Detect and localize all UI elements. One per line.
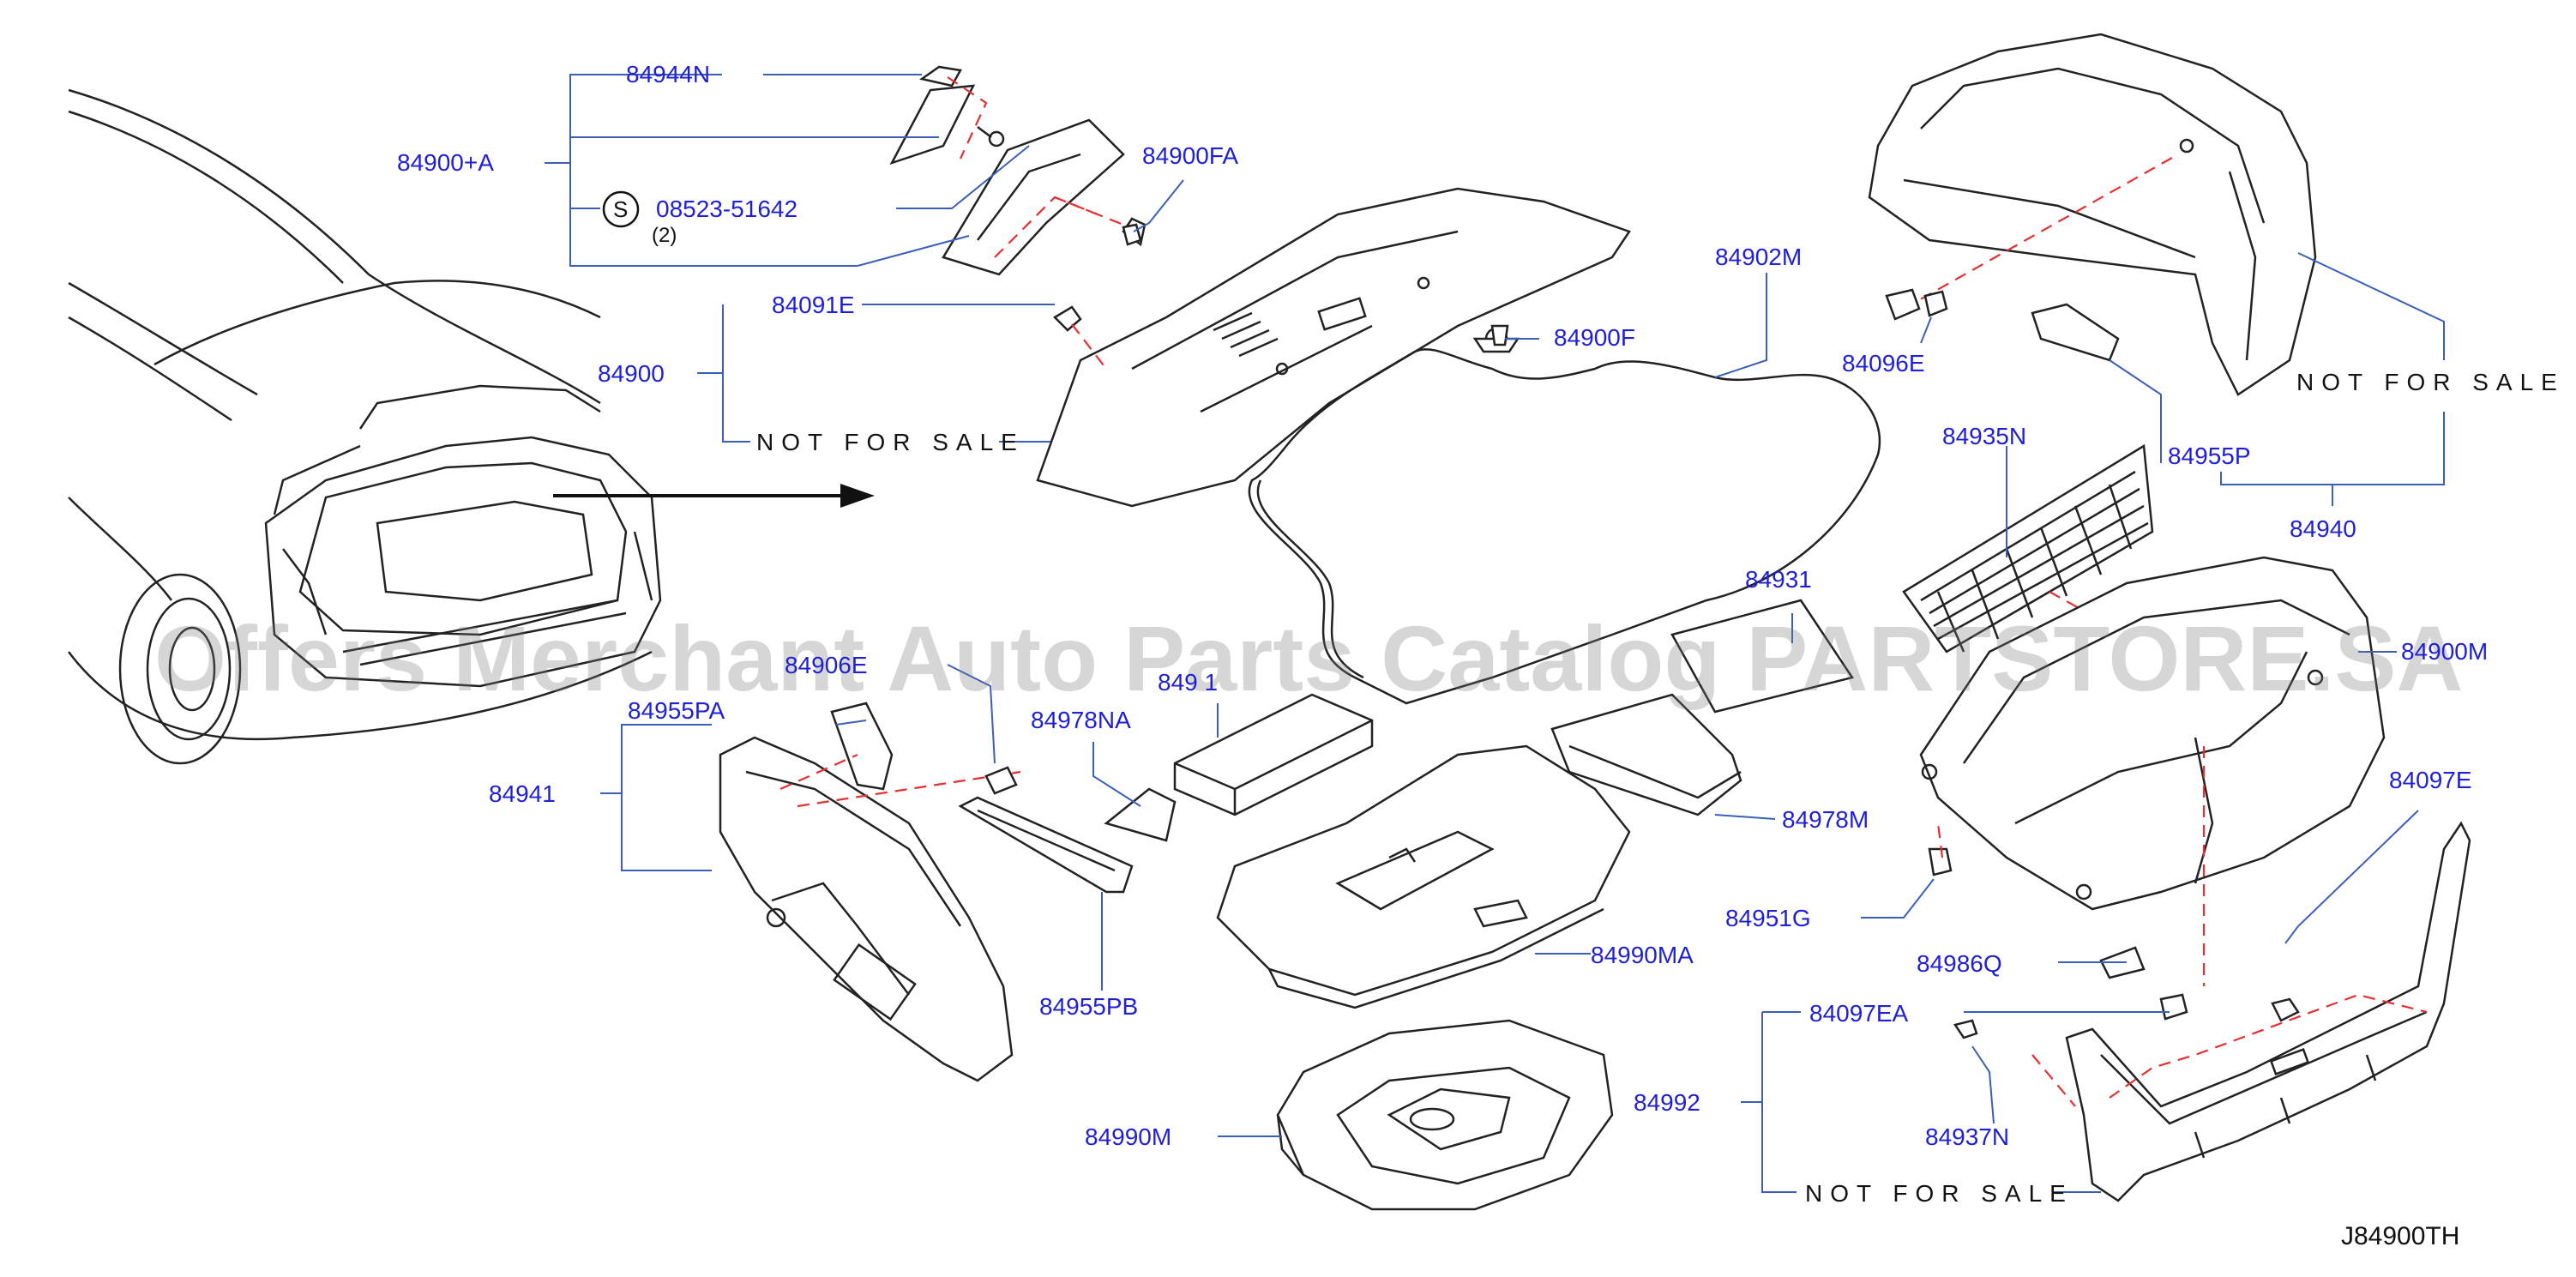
label-84900F: 84900F	[1554, 324, 1635, 351]
part-84931-board	[1670, 599, 1855, 714]
label-84902M: 84902M	[1715, 244, 1803, 270]
diagram-code: J84900TH	[2341, 1222, 2460, 1250]
direction-arrow	[553, 484, 875, 508]
label-84900A: 84900+A	[397, 149, 494, 176]
label-84931: 84931	[1745, 566, 1812, 593]
label-84096E: 84096E	[1842, 350, 1925, 376]
screw-symbol: S	[613, 196, 629, 222]
label-84955PA: 84955PA	[628, 697, 725, 724]
screw-symbol-circle	[602, 190, 640, 228]
part-84944N-bracket	[889, 65, 1005, 166]
label-84900M: 84900M	[2401, 638, 2489, 665]
part-84900-board	[1036, 187, 1631, 508]
vehicle-rear-illustration	[68, 88, 662, 765]
part-84990M-tray	[1276, 1019, 1614, 1211]
part-84941-side-trim	[719, 702, 1021, 1082]
label-84990MA: 84990MA	[1591, 942, 1694, 968]
label-84097EA: 84097EA	[1809, 1000, 1909, 1027]
label-84944N: 84944N	[626, 61, 711, 87]
label-08523-51642: 08523-51642	[656, 196, 798, 222]
label-84900: 84900	[598, 360, 665, 387]
part-84900A-panel	[942, 118, 1147, 276]
label-84955PB: 84955PB	[1039, 993, 1139, 1020]
fastener-clips	[984, 223, 2300, 1039]
part-84902M-weatherstrip	[1248, 348, 1881, 705]
part-84940-side-trim	[1868, 33, 2317, 396]
part-849xx-box	[1173, 693, 1374, 816]
label-not-for-sale-1: NOT FOR SALE	[756, 429, 1025, 455]
part-84990MA-mat	[1216, 744, 1631, 1009]
part-84978NA-block	[1104, 787, 1177, 842]
label-84940: 84940	[2290, 515, 2356, 542]
label-quantity: (2)	[652, 224, 677, 247]
label-84986Q: 84986Q	[1917, 950, 2002, 977]
part-84955PB-cover	[958, 796, 1134, 894]
part-84935N-net	[1902, 443, 2154, 654]
part-84937N-sill	[2031, 821, 2471, 1202]
label-not-for-sale-2: NOT FOR SALE	[2296, 369, 2565, 395]
label-84900FA: 84900FA	[1142, 142, 1239, 169]
label-84935N: 84935N	[1942, 423, 2027, 449]
label-84992: 84992	[1634, 1089, 1700, 1116]
part-84900M-side-trim	[1919, 556, 2386, 911]
label-not-for-sale-3: NOT FOR SALE	[1805, 1180, 2073, 1207]
label-84978M: 84978M	[1782, 806, 1869, 833]
label-84955P: 84955P	[2168, 443, 2251, 469]
label-84906E: 84906E	[785, 652, 868, 678]
leader-lines	[545, 74, 2445, 1193]
label-84990M: 84990M	[1085, 1123, 1172, 1150]
label-84091E: 84091E	[772, 292, 855, 318]
label-84951G: 84951G	[1725, 905, 1811, 931]
part-84955P-cover	[2031, 303, 2120, 362]
label-84097E: 84097E	[2389, 767, 2472, 793]
label-84937N: 84937N	[1925, 1123, 2010, 1150]
label-849xx: 849 1	[1158, 669, 1219, 696]
label-84941: 84941	[489, 780, 556, 807]
watermark: Offers Merchant Auto Parts Catalog PARTS…	[154, 606, 2464, 710]
label-84978NA: 84978NA	[1031, 707, 1131, 733]
